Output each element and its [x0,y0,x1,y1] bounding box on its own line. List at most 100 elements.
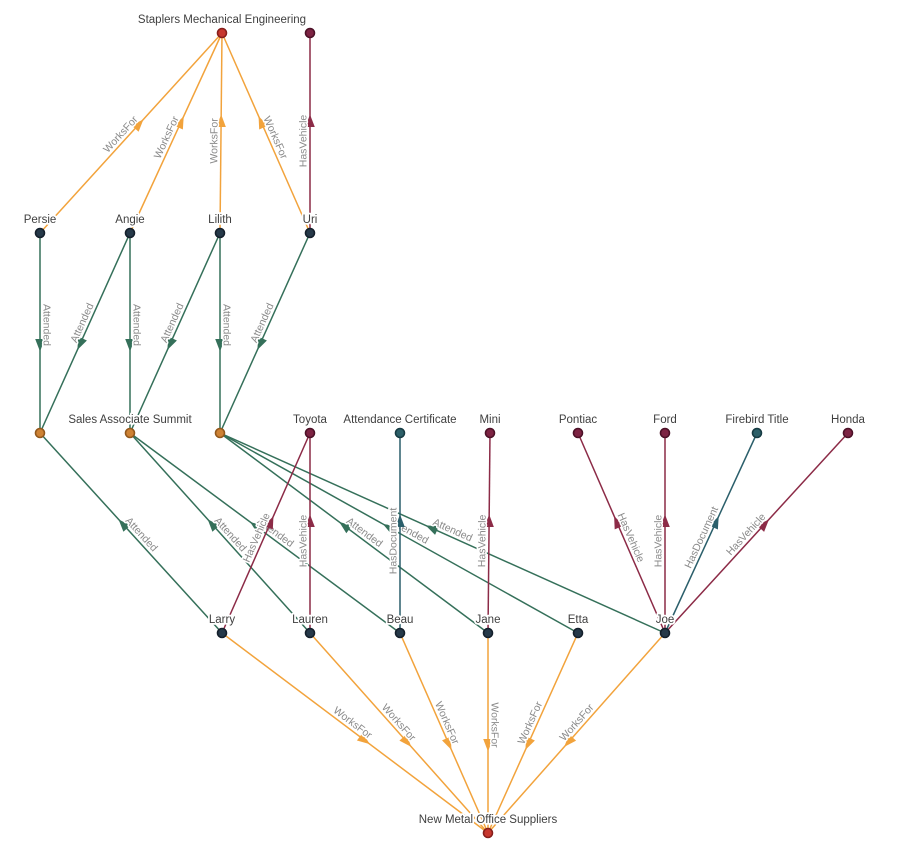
node-label-larry: Larry [209,614,235,626]
graph-edge-joe-HasVehicle-ford[interactable]: HasVehicle [651,433,670,633]
person-node-dot[interactable] [34,227,46,239]
graph-edge-joe-WorksFor-nmos[interactable]: WorksFor [487,632,666,834]
graph-edge-lilith-Attended-summit2[interactable]: Attended [129,232,221,434]
graph-node-jane[interactable] [482,627,494,639]
graph-edge-lilith-Attended-summit3[interactable]: Attended [215,233,234,433]
graph-edge-persie-Attended-summit1[interactable]: Attended [35,233,54,433]
edge-line[interactable] [219,432,666,634]
graph-node-larry[interactable] [216,627,228,639]
graph-node-uri[interactable] [304,227,316,239]
graph-edge-angie-Attended-summit2[interactable]: Attended [125,233,144,433]
edge-line[interactable] [664,432,758,634]
edge-line[interactable] [664,432,849,634]
person-node-dot[interactable] [659,627,671,639]
graph-node-mini[interactable] [484,427,496,439]
graph-edge-lilith-WorksFor-staplers[interactable]: WorksFor [207,32,226,234]
node-label-cert: Attendance Certificate [343,414,456,426]
person-node-dot[interactable] [572,627,584,639]
graph-node-honda[interactable] [842,427,854,439]
event-node-dot[interactable] [124,427,136,439]
graph-edge-lauren-WorksFor-nmos[interactable]: WorksFor [309,632,489,834]
vehicle-node-dot[interactable] [304,27,316,39]
company-node-dot[interactable] [482,827,494,839]
person-node-dot[interactable] [482,627,494,639]
edge-line[interactable] [129,232,221,434]
vehicle-node-dot[interactable] [572,427,584,439]
graph-node-persie[interactable] [34,227,46,239]
vehicle-node-dot[interactable] [304,427,316,439]
graph-edge-jane-WorksFor-nmos[interactable]: WorksFor [483,633,502,833]
edge-line[interactable] [219,32,223,234]
edge-arrow-icon [125,339,135,352]
person-node-dot[interactable] [304,627,316,639]
graph-node-etta[interactable] [572,627,584,639]
graph-node-summit3[interactable] [214,427,226,439]
document-node-dot[interactable] [394,427,406,439]
event-node-dot[interactable] [34,427,46,439]
edge-line[interactable] [129,32,223,234]
graph-node-toyota[interactable] [304,427,316,439]
person-node-dot[interactable] [214,227,226,239]
graph-edge-lauren-HasVehicle-toyota[interactable]: HasVehicle [296,433,315,633]
graph-edge-uri-Attended-summit3[interactable]: Attended [219,232,311,434]
edge-line[interactable] [399,632,489,834]
graph-node-angie[interactable] [124,227,136,239]
node-label-mini: Mini [479,414,500,426]
graph-edge-angie-Attended-summit1[interactable]: Attended [39,232,131,434]
graph-node-lauren[interactable] [304,627,316,639]
edge-line[interactable] [219,432,489,634]
graph-edge-persie-WorksFor-staplers[interactable]: WorksFor [39,32,223,234]
edge-line[interactable] [219,432,579,634]
document-node-dot[interactable] [751,427,763,439]
edge-line[interactable] [221,432,311,634]
person-node-dot[interactable] [394,627,406,639]
company-node-dot[interactable] [216,27,228,39]
graph-node-cert[interactable] [394,427,406,439]
graph-edge-beau-HasDocument-cert[interactable]: HasDocument [386,433,405,633]
edge-line[interactable] [219,232,311,434]
edge-arrow-icon [174,116,184,130]
graph-edge-joe-HasVehicle-honda[interactable]: HasVehicle [664,432,849,634]
edge-line[interactable] [487,632,579,834]
person-node-dot[interactable] [304,227,316,239]
edge-line[interactable] [487,632,666,834]
vehicle-node-dot[interactable] [659,427,671,439]
graph-node-summit1[interactable] [34,427,46,439]
node-label-nmos: New Metal Office Suppliers [419,814,558,826]
edge-line[interactable] [39,232,131,434]
edge-line[interactable] [487,432,491,634]
graph-edge-uri-HasVehicle-vehicle_uri[interactable]: HasVehicle [296,33,315,233]
edge-arrow-icon [525,736,535,750]
person-node-dot[interactable] [124,227,136,239]
edge-line[interactable] [577,432,666,634]
graph-node-ford[interactable] [659,427,671,439]
graph-node-vehicle_uri[interactable] [304,27,316,39]
vehicle-node-dot[interactable] [842,427,854,439]
edge-line[interactable] [129,432,311,634]
node-label-beau: Beau [387,614,414,626]
person-node-dot[interactable] [216,627,228,639]
edge-line[interactable] [39,432,223,634]
edge-line[interactable] [39,32,223,234]
graph-node-lilith[interactable] [214,227,226,239]
edge-line[interactable] [221,32,311,234]
edge-line[interactable] [221,632,489,834]
node-layer [34,27,854,839]
graph-node-firebird[interactable] [751,427,763,439]
graph-node-pontiac[interactable] [572,427,584,439]
graph-node-nmos[interactable] [482,827,494,839]
graph-node-summit2[interactable] [124,427,136,439]
graph-node-beau[interactable] [394,627,406,639]
graph-node-joe[interactable] [659,627,671,639]
edge-label: HasVehicle [724,511,768,558]
event-node-dot[interactable] [214,427,226,439]
edge-line[interactable] [309,632,489,834]
graph-edge-jane-HasVehicle-mini[interactable]: HasVehicle [475,432,494,634]
graph-edge-larry-Attended-summit1[interactable]: Attended [39,432,223,634]
graph-node-staplers[interactable] [216,27,228,39]
vehicle-node-dot[interactable] [484,427,496,439]
edge-line[interactable] [129,432,401,634]
